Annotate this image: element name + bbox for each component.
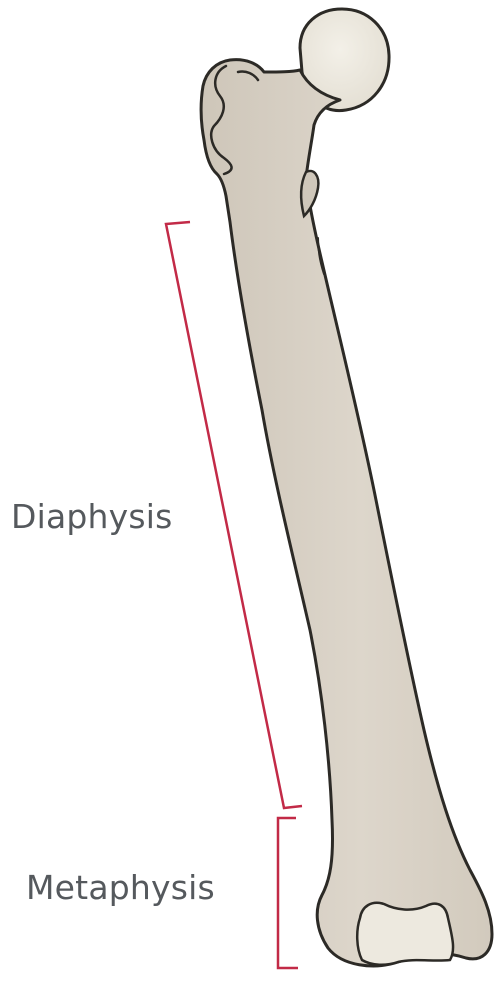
femur-bone-icon — [201, 60, 492, 966]
distal-cartilage — [357, 903, 453, 965]
metaphysis-label: Metaphysis — [26, 868, 215, 907]
diaphysis-label: Diaphysis — [11, 497, 173, 536]
lesser-trochanter — [301, 171, 318, 216]
metaphysis-bracket — [278, 818, 298, 968]
